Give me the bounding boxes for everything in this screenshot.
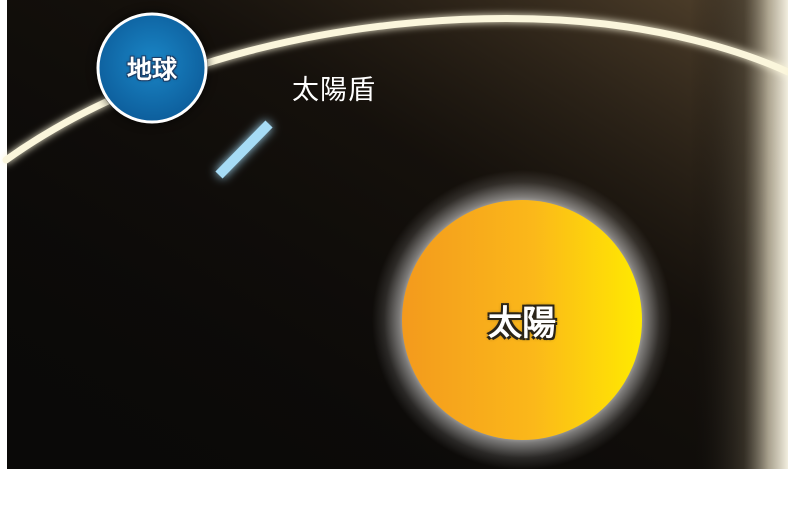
- right-edge-glow: [690, 0, 788, 469]
- sun-shield: [215, 120, 273, 179]
- earth-label: 地球: [126, 55, 178, 84]
- sun-shield-label: 太陽盾: [292, 75, 376, 106]
- sun-label: 太陽: [488, 303, 556, 344]
- sun: [402, 200, 642, 440]
- earth: [96, 12, 208, 124]
